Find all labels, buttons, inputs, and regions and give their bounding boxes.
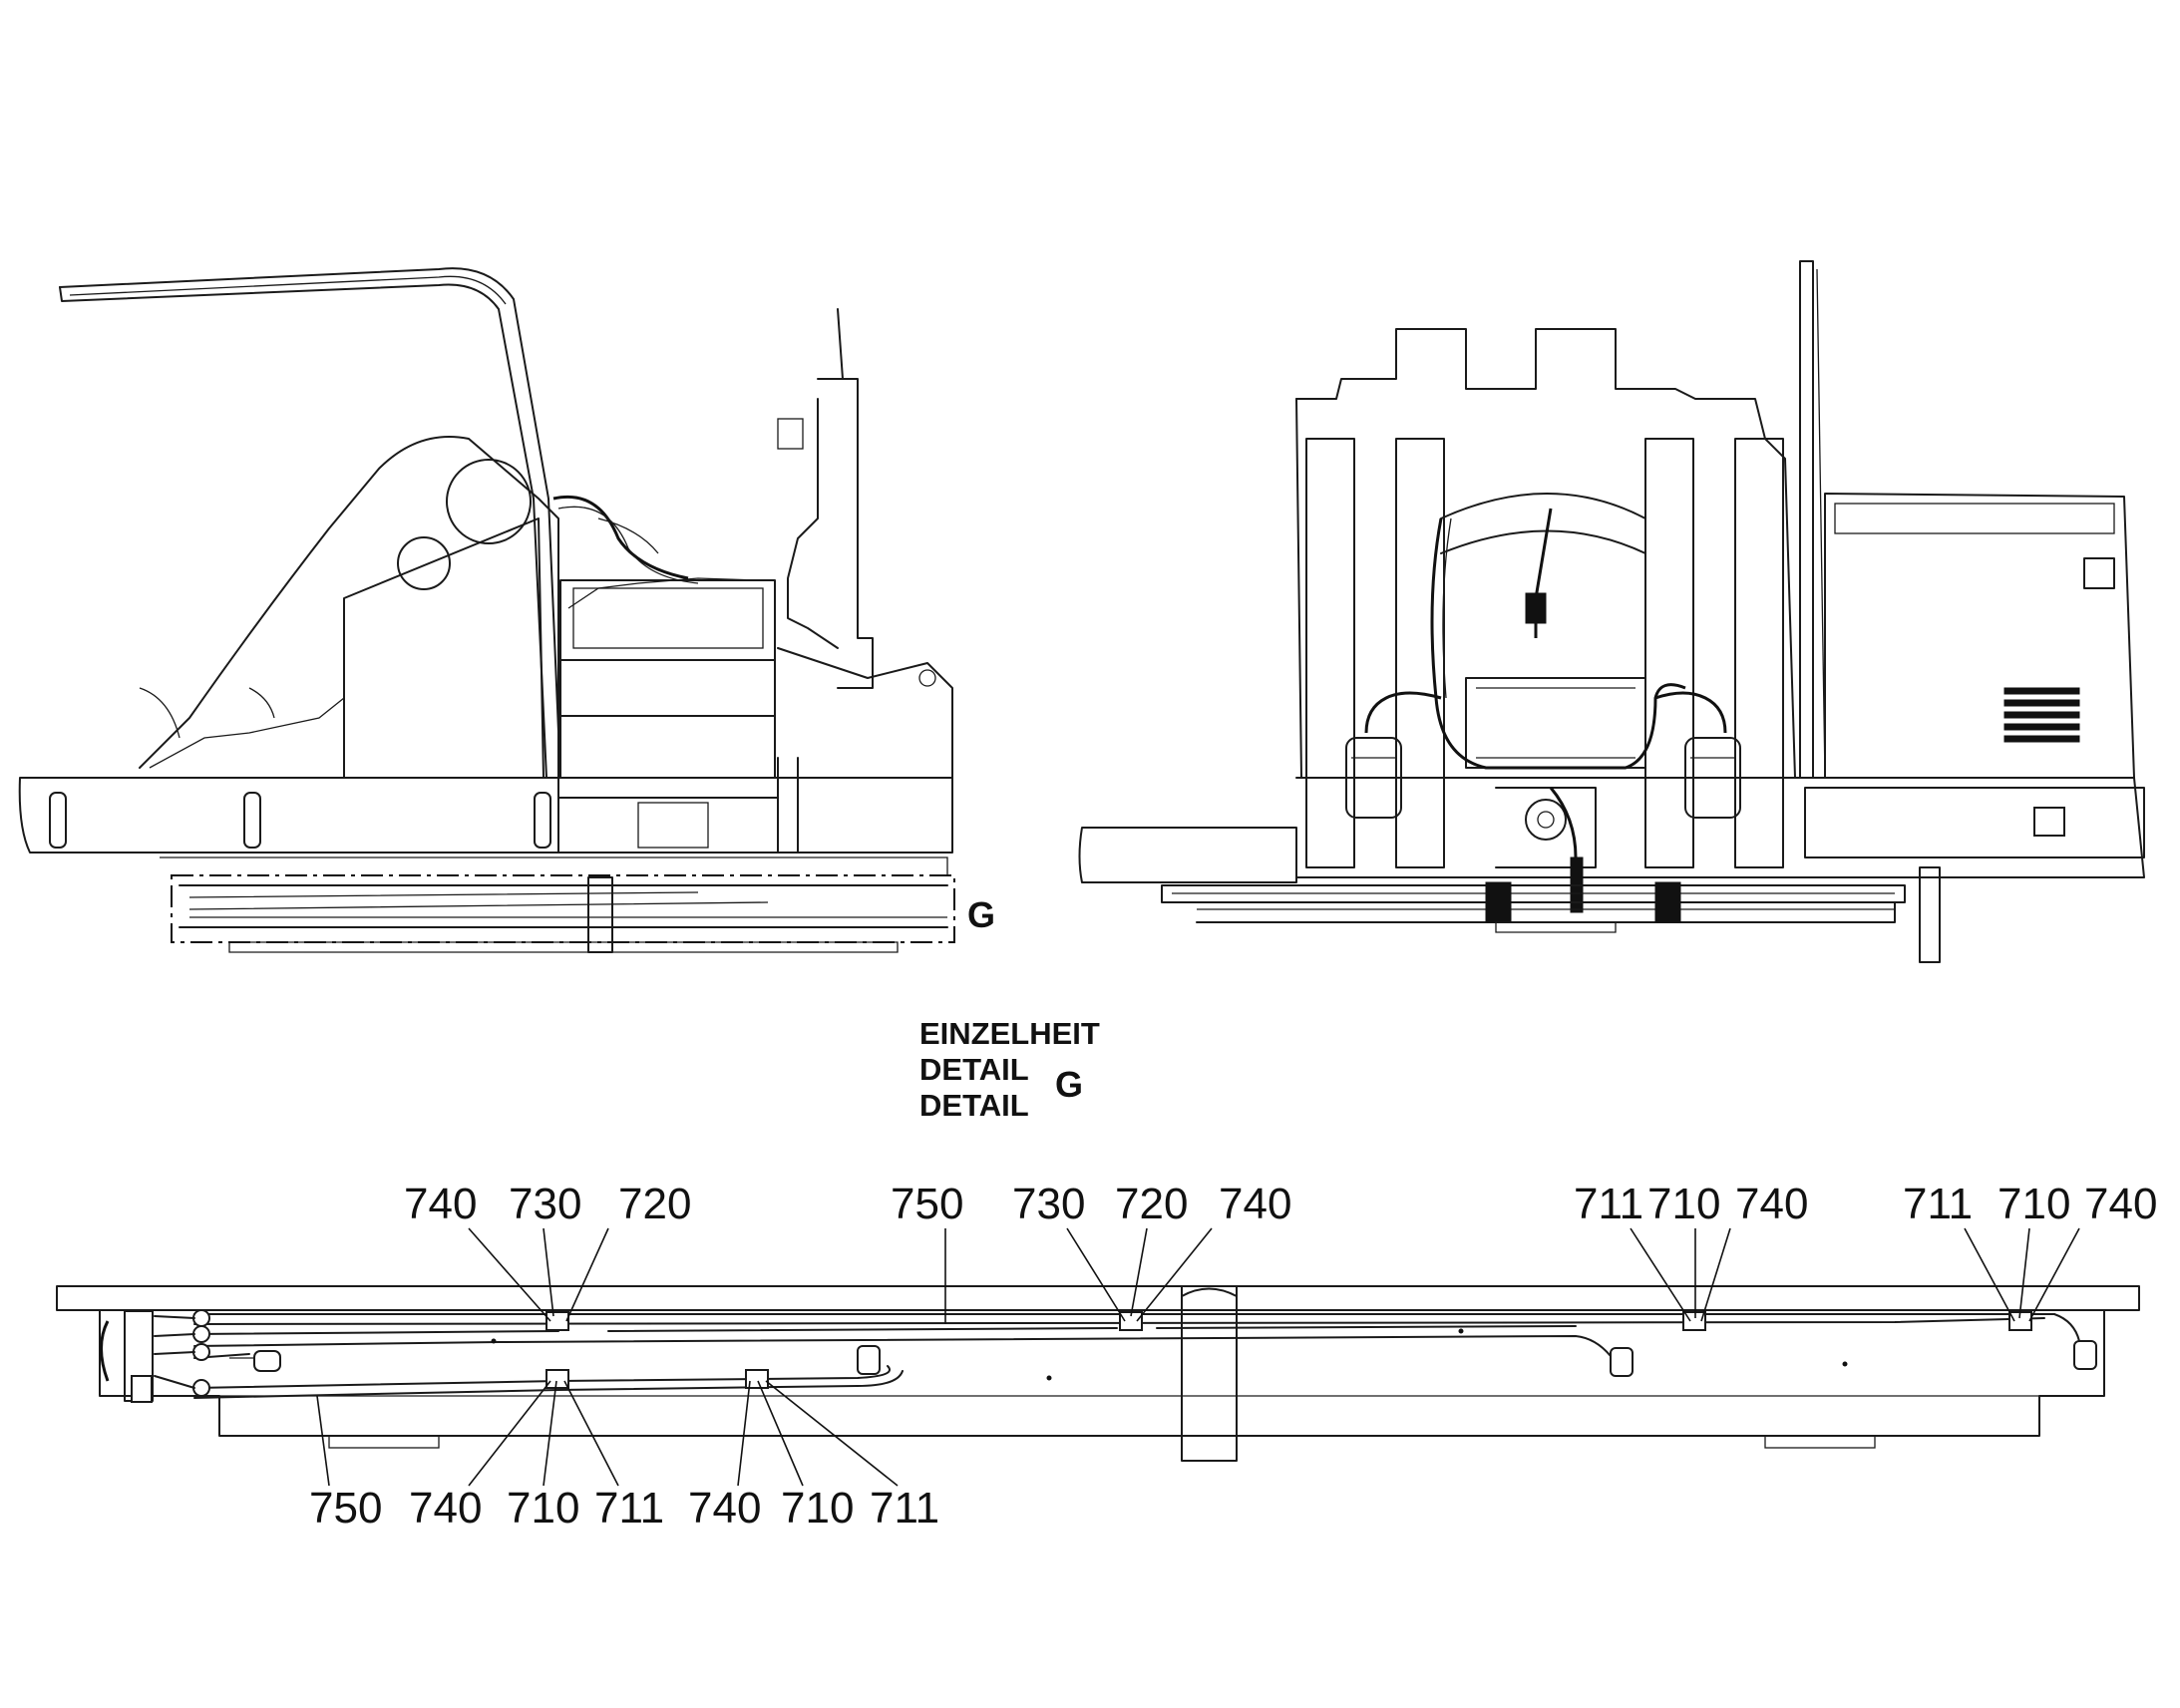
callout-720-a: 720 xyxy=(618,1180,691,1228)
vent-grille xyxy=(2003,687,2080,743)
detail-title-line-3: DETAIL xyxy=(919,1088,1029,1123)
callout-711-c: 711 xyxy=(594,1484,664,1533)
detail-title: EINZELHEIT DETAIL DETAIL G xyxy=(919,1016,1100,1123)
callout-750-a: 750 xyxy=(891,1180,963,1228)
callout-720-b: 720 xyxy=(1115,1180,1188,1228)
callout-730-b: 730 xyxy=(1012,1180,1085,1228)
callout-710-c: 710 xyxy=(507,1484,579,1533)
side-view-machine: G xyxy=(18,267,995,953)
callout-740-b: 740 xyxy=(1219,1180,1291,1228)
detail-marker-letter: G xyxy=(967,894,995,935)
detail-title-line-2: DETAIL xyxy=(919,1052,1029,1087)
callout-711-a: 711 xyxy=(1574,1180,1643,1228)
callout-710-b: 710 xyxy=(1998,1180,2070,1228)
callout-740-c: 740 xyxy=(1735,1180,1808,1228)
callout-750-b: 750 xyxy=(309,1484,382,1533)
callout-710-a: 710 xyxy=(1647,1180,1720,1228)
callout-710-d: 710 xyxy=(781,1484,854,1533)
callout-740-e: 740 xyxy=(409,1484,482,1533)
callout-711-d: 711 xyxy=(870,1484,939,1533)
callouts: 740 730 720 750 730 720 740 711 710 740 … xyxy=(309,1180,2157,1533)
rear-view-machine xyxy=(1078,260,2145,963)
detail-title-line-1: EINZELHEIT xyxy=(919,1016,1100,1051)
callout-711-b: 711 xyxy=(1903,1180,1973,1228)
callout-740-a: 740 xyxy=(404,1180,477,1228)
detail-title-letter: G xyxy=(1055,1064,1083,1105)
callout-730-a: 730 xyxy=(509,1180,581,1228)
detail-g-assembly xyxy=(56,1285,2140,1462)
callout-740-d: 740 xyxy=(2084,1180,2157,1228)
callout-740-f: 740 xyxy=(688,1484,761,1533)
